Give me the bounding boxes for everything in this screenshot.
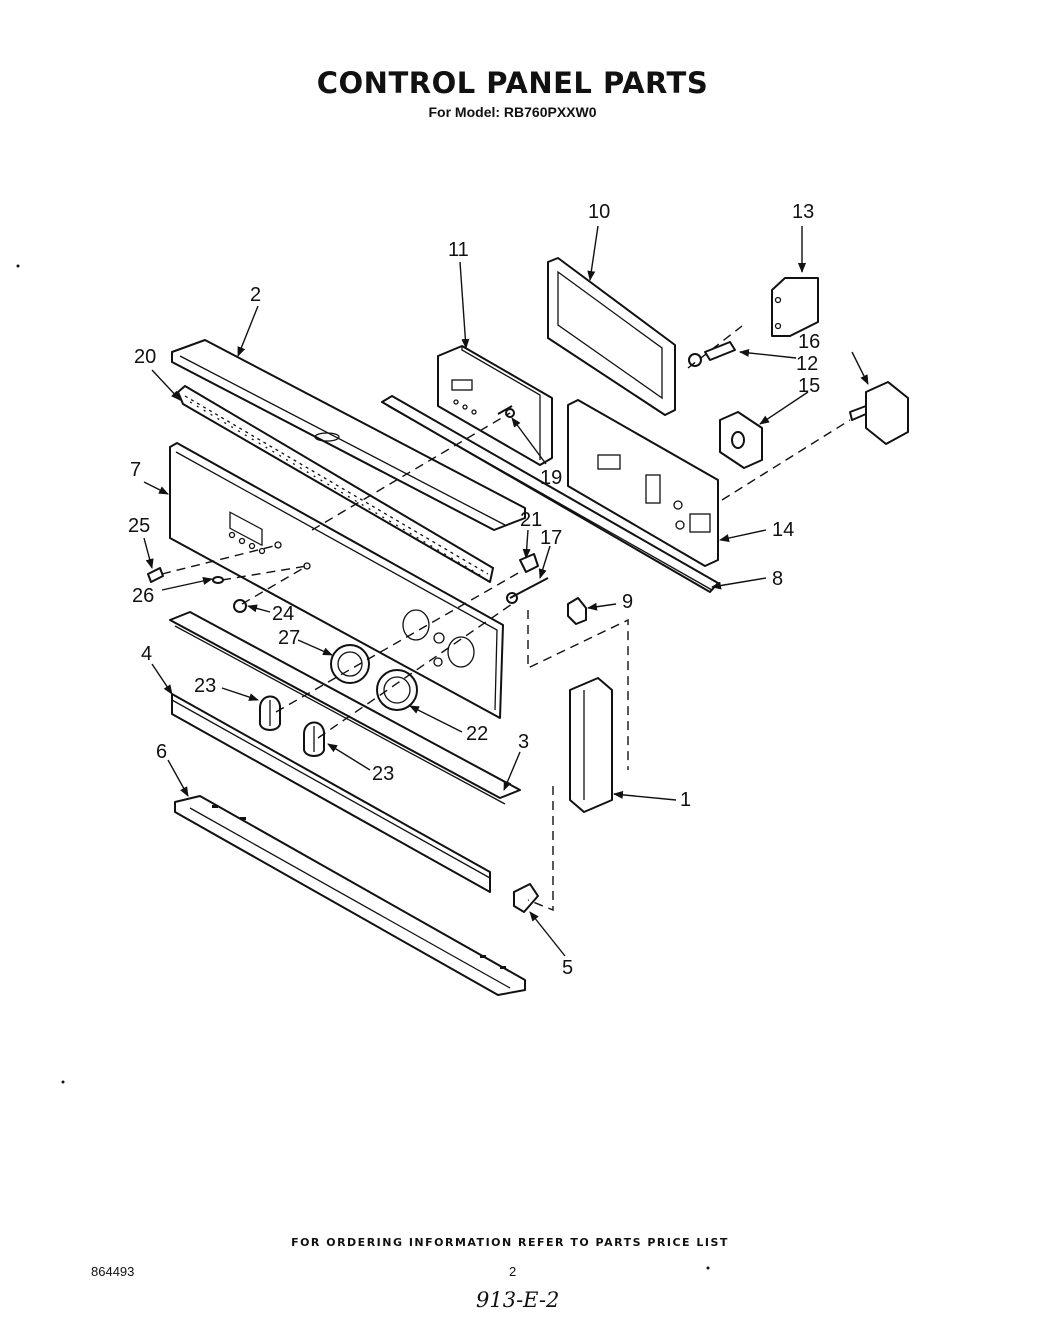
- callout-9: 9: [622, 591, 633, 613]
- callout-5: 5: [562, 957, 573, 979]
- part-12-screw: [688, 341, 736, 367]
- callout-22: 22: [466, 723, 488, 745]
- scan-dot: [16, 264, 20, 268]
- part-1-end-cap: [569, 677, 613, 813]
- part-14-control-bracket: [567, 399, 719, 567]
- callout-15: 15: [798, 375, 820, 397]
- callout-21: 21: [520, 509, 542, 531]
- part-2-top-trim: [171, 339, 526, 531]
- part-21-spring: [519, 553, 539, 573]
- callout-3: 3: [518, 731, 529, 753]
- callout-24: 24: [272, 603, 294, 625]
- callout-25: 25: [128, 515, 150, 537]
- callout-20: 20: [134, 346, 156, 368]
- part-5-small-clip: [513, 883, 539, 913]
- part-6-bottom-rail: [174, 795, 526, 996]
- callout-4: 4: [141, 643, 152, 665]
- part-22-knob-bezel: [376, 669, 418, 711]
- model-subtitle: For Model: RB760PXXW0: [428, 104, 597, 120]
- callout-23-b: 23: [372, 763, 394, 785]
- part-23-knob-a: [259, 695, 281, 731]
- callout-1: 1: [680, 789, 691, 811]
- callout-19: 19: [540, 467, 562, 489]
- ordering-info-note: FOR ORDERING INFORMATION REFER TO PARTS …: [291, 1236, 729, 1249]
- callout-23-a: 23: [194, 675, 216, 697]
- callout-12: 12: [796, 353, 818, 375]
- callout-11: 11: [448, 239, 469, 261]
- part-20-trim-strip: [177, 385, 494, 583]
- callout-26: 26: [132, 585, 154, 607]
- callout-7: 7: [130, 459, 141, 481]
- part-24-indicator-light: [233, 599, 247, 613]
- callout-10: 10: [588, 201, 610, 223]
- part-23-knob-b: [303, 721, 325, 757]
- scan-dot: [61, 1080, 65, 1084]
- part-19-pushbutton: [505, 408, 515, 418]
- callout-8: 8: [772, 568, 783, 590]
- part-4-front-trim: [171, 693, 491, 893]
- callout-27: 27: [278, 627, 300, 649]
- part-13-bracket: [771, 277, 819, 337]
- scan-dot: [706, 1266, 710, 1270]
- document-number: 864493: [91, 1264, 135, 1279]
- part-9-clip: [567, 597, 587, 625]
- part-8-rear-bar: [381, 395, 719, 593]
- page-title: CONTROL PANEL PARTS: [316, 66, 709, 100]
- part-15-switch: [719, 411, 763, 469]
- callout-leader-lines: [143, 225, 869, 957]
- part-10-window-frame: [547, 257, 676, 416]
- part-11-clock-module: [437, 345, 553, 466]
- callout-6: 6: [156, 741, 167, 763]
- part-25-screw: [147, 567, 164, 583]
- part-16-infinite-switch: [849, 381, 909, 445]
- handwritten-code: 913-E-2: [476, 1288, 560, 1312]
- callout-labels: 2 20 7 25 26 24 27 4 23 22 23 3 6 5 1 9 …: [128, 201, 820, 979]
- part-26-pin: [212, 576, 224, 584]
- callout-16: 16: [798, 331, 820, 353]
- part-7-control-panel: [169, 442, 504, 719]
- assembly-dashed-lines: [161, 325, 851, 912]
- callout-17: 17: [540, 527, 562, 549]
- part-27-knob-bezel: [330, 644, 370, 684]
- callout-14: 14: [772, 519, 794, 541]
- callout-2: 2: [250, 284, 261, 306]
- part-3-lower-trim: [169, 611, 521, 805]
- callout-13: 13: [792, 201, 814, 223]
- page-number: 2: [509, 1264, 517, 1279]
- part-17-shaft: [506, 577, 549, 604]
